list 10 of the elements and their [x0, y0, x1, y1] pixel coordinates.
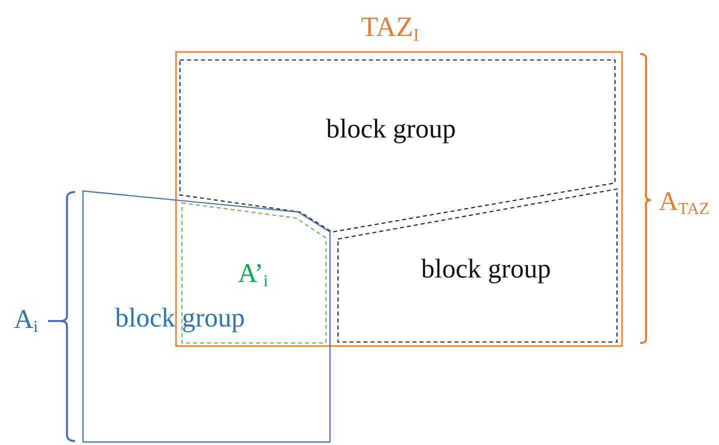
region-label: A’$_{i}$: [238, 260, 268, 290]
overlap-region: [180, 200, 328, 345]
block-group-region: [336, 187, 620, 344]
block-group-region: [82, 189, 332, 444]
region-label: block group: [421, 256, 551, 282]
area-label: A$_{TAZ}$: [658, 188, 710, 218]
zone-title: TAZ$_{I}$: [361, 14, 419, 44]
region-label: block group: [326, 116, 456, 142]
region-label: block group: [115, 304, 245, 332]
area-label: A$_{i}$: [14, 306, 38, 336]
